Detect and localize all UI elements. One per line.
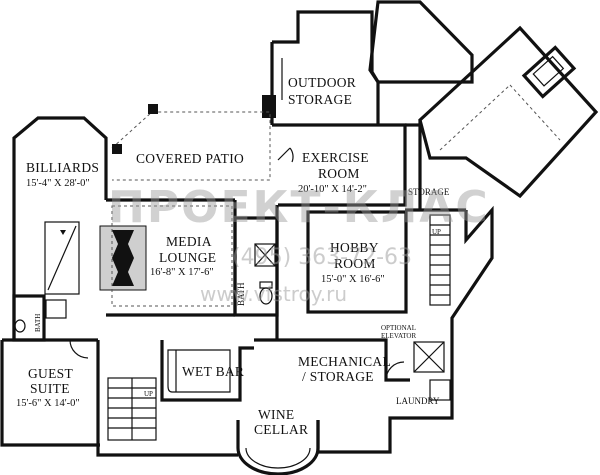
billiards-room bbox=[12, 116, 108, 340]
billiards-label: BILLIARDS bbox=[26, 160, 99, 175]
wet-bar-area bbox=[160, 340, 254, 402]
outdoor-storage-room bbox=[262, 10, 380, 125]
laundry-label: LAUNDRY bbox=[396, 396, 440, 406]
bath-mid-label: BATH bbox=[236, 282, 246, 306]
covered-patio-area bbox=[111, 104, 271, 181]
storage-label: STORAGE bbox=[408, 187, 450, 197]
pool-table bbox=[44, 221, 80, 295]
guest-label-1: GUEST bbox=[28, 366, 73, 381]
media-label-2: LOUNGE bbox=[159, 250, 216, 265]
stair-up-left-label: UP bbox=[144, 390, 153, 398]
wine-label-2: CELLAR bbox=[254, 422, 308, 437]
outdoor-storage-label-2: STORAGE bbox=[288, 92, 352, 107]
guest-label-2: SUITE bbox=[30, 381, 70, 396]
elevator-label-1: OPTIONAL bbox=[381, 324, 416, 332]
mechanical-label-2: / STORAGE bbox=[302, 369, 374, 384]
hobby-room-walls bbox=[275, 205, 494, 340]
hobby-dims: 15'-0" X 16'-6" bbox=[321, 274, 385, 285]
chimney-box bbox=[521, 45, 577, 99]
left-stair bbox=[107, 377, 157, 441]
media-label-1: MEDIA bbox=[166, 234, 212, 249]
exercise-label-2: ROOM bbox=[318, 166, 360, 181]
hobby-label-1: HOBBY bbox=[330, 240, 379, 255]
media-dims: 16'-8" X 17'-6" bbox=[150, 267, 214, 278]
billiards-dims: 15'-4" X 28'-0" bbox=[26, 178, 90, 189]
watermark-brand: ПРОЕКТ-КЛАС bbox=[108, 182, 490, 233]
elevator-label-2: ELEVATOR bbox=[381, 332, 416, 340]
stair-up-right-label: UP bbox=[432, 228, 441, 236]
watermark-url: www.vfstroy.ru bbox=[200, 282, 347, 306]
mechanical-label-1: MECHANICAL bbox=[298, 354, 391, 369]
watermark-phone: (495) 363-72-63 bbox=[232, 245, 412, 270]
exercise-label-1: EXERCISE bbox=[302, 150, 369, 165]
exercise-dims: 20'-10" X 14'-2" bbox=[298, 184, 367, 195]
guest-suite-room bbox=[0, 338, 238, 457]
watermark: ПРОЕКТ-КЛАС (495) 363-72-63 www.vfstroy.… bbox=[108, 182, 490, 306]
guest-dims: 15'-6" X 14'-0" bbox=[16, 398, 80, 409]
mechanical-laundry-area bbox=[254, 338, 454, 454]
hobby-label-2: ROOM bbox=[334, 256, 376, 271]
wine-label-1: WINE bbox=[258, 407, 294, 422]
outdoor-storage-label-1: OUTDOOR bbox=[288, 75, 356, 90]
wine-cellar-room bbox=[236, 420, 320, 475]
wet-bar-label: WET BAR bbox=[182, 364, 244, 379]
media-lounge-room bbox=[99, 198, 237, 317]
bath-left-label: BATH bbox=[34, 314, 42, 332]
exercise-room-walls bbox=[272, 120, 466, 212]
covered-patio-label: COVERED PATIO bbox=[136, 151, 244, 166]
room-labels: OUTDOOR STORAGE COVERED PATIO EXERCISE R… bbox=[16, 75, 450, 437]
